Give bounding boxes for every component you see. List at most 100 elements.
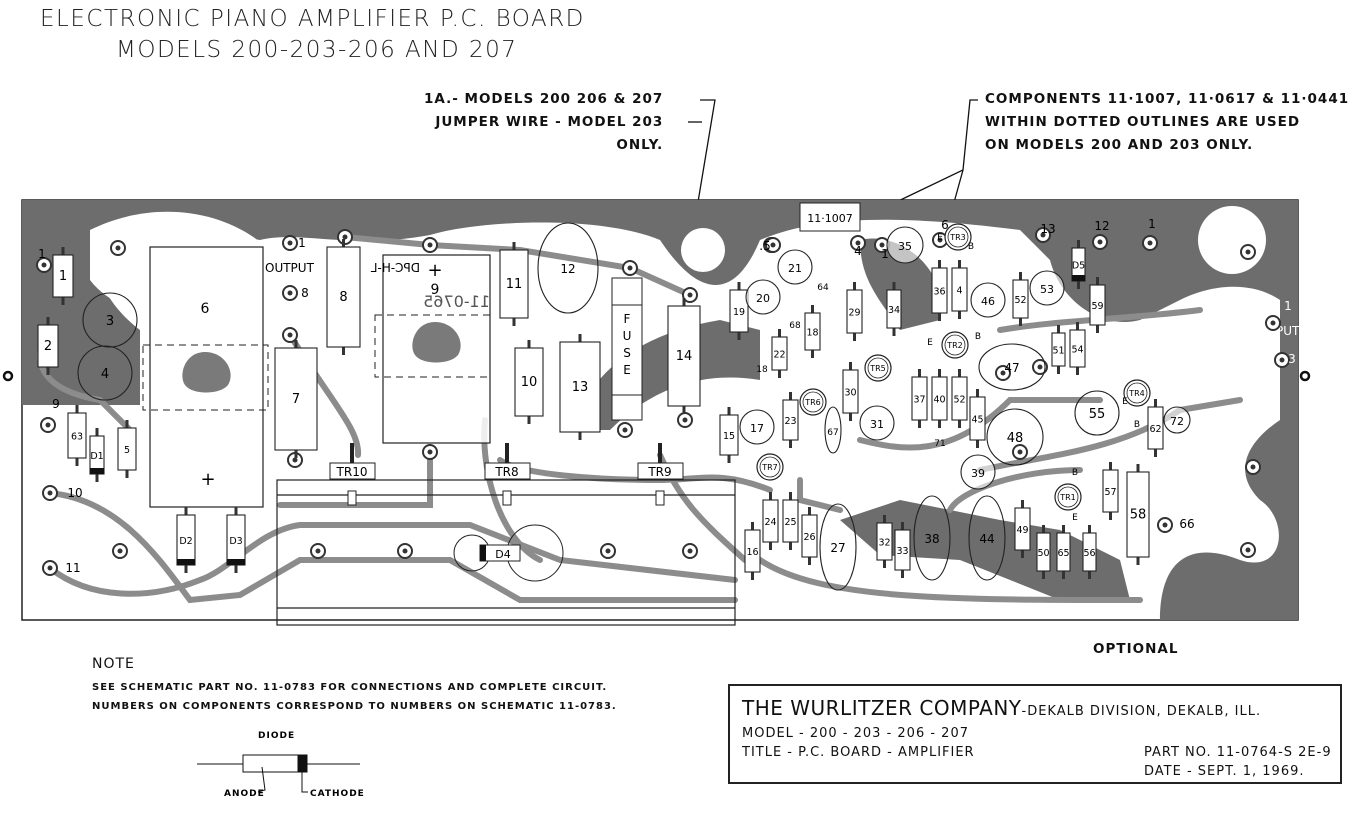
component-46: 46 [970, 282, 1006, 318]
component-label: 4 [956, 286, 962, 297]
company-line: THE WURLITZER COMPANY-DEKALB DIVISION, D… [742, 696, 1261, 720]
power-transistor-label: TR10 [336, 465, 368, 479]
component-label: D2 [179, 536, 192, 547]
terminal-label: 64 [817, 283, 829, 293]
component-label: 21 [788, 262, 802, 275]
component-7: 7 [274, 340, 318, 458]
component-label: 30 [844, 388, 856, 399]
component-label: 59 [1091, 301, 1103, 312]
division: -DEKALB DIVISION, DEKALB, ILL. [1021, 704, 1262, 719]
component-72: 72 [1163, 406, 1191, 434]
terminal-label: 3 [1288, 352, 1296, 366]
component-label: 46 [981, 295, 995, 308]
terminal-label: 13 [1040, 222, 1055, 236]
terminal-label: 1 [881, 247, 889, 261]
component-30: 30 [842, 362, 859, 421]
component-58: 58 [1126, 464, 1150, 565]
mirrored-labels: DPC-H-L 11-0765 [370, 261, 490, 311]
module-11-1007: 11·1007 [799, 202, 861, 232]
component-17: 17 [739, 409, 775, 445]
component-D2: D2 [176, 507, 196, 573]
transistor-TR1: TR1 [1054, 483, 1082, 511]
component-11: 11 [499, 242, 529, 326]
component-5: 5 [117, 420, 137, 478]
model-line: MODEL - 200 - 203 - 206 - 207 [742, 726, 969, 741]
power-transistor: TR8 [484, 443, 531, 506]
component-19: 19 [729, 282, 749, 340]
note-text: SEE SCHEMATIC PART NO. 11-0783 FOR CONNE… [92, 678, 617, 716]
terminal-label: B [975, 332, 981, 342]
component-55: 55 [1074, 390, 1120, 436]
component-label: 25 [784, 517, 796, 528]
mounting-hole-icon [1299, 370, 1311, 382]
component-39: 39 [960, 454, 996, 490]
component-label: 14 [676, 349, 693, 364]
component-21: 21 [777, 249, 813, 285]
component-16: 16 [744, 522, 761, 580]
transistor-label: TR6 [804, 398, 821, 407]
capacitor-6: 6 + [142, 246, 269, 508]
date: DATE - SEPT. 1, 1969. [1144, 764, 1305, 779]
power-transistor-label: TR8 [494, 465, 518, 479]
transistor-label: TR3 [949, 233, 966, 242]
component-65: 65 [1056, 525, 1071, 579]
terminal-label: E [1072, 513, 1078, 523]
component-52: 52 [951, 369, 968, 428]
component-label: 26 [803, 532, 815, 543]
component-label: 51 [1052, 346, 1064, 357]
title-line: TITLE - P.C. BOARD - AMPLIFIER [742, 745, 975, 760]
note-heading: NOTE [92, 656, 135, 672]
component-23: 23 [782, 392, 799, 448]
note-line: SEE SCHEMATIC PART NO. 11-0783 FOR CONNE… [92, 682, 608, 693]
component-8: 8 [326, 239, 361, 355]
component-label: D1 [90, 451, 103, 462]
terminal-label: 1 [298, 236, 306, 250]
terminal-label: 1 [1148, 217, 1156, 231]
component-label: 18 [806, 328, 818, 339]
component-label: 5 [124, 445, 130, 456]
component-label: 54 [1071, 345, 1083, 356]
transistor-TR4: TR4 [1123, 379, 1151, 407]
component-label: 39 [971, 467, 985, 480]
terminal-label: 71 [934, 439, 945, 449]
transistor-label: TR1 [1059, 493, 1076, 502]
component-label: 10 [521, 375, 538, 390]
component-label: 17 [750, 422, 764, 435]
jumper-annotation: 1A.- MODELS 200 206 & 207 JUMPER WIRE - … [424, 88, 663, 157]
component-D1: D1 [89, 428, 105, 482]
component-26: 26 [801, 507, 818, 565]
component-57: 57 [1102, 462, 1119, 520]
component-50: 50 [1036, 525, 1051, 579]
component-label: 20 [756, 292, 770, 305]
component-47: 47 [978, 343, 1046, 391]
company-name: THE WURLITZER COMPANY [742, 696, 1022, 720]
component-32: 32 [876, 515, 893, 568]
component-35: 35 [886, 226, 924, 264]
terminal-label: E [937, 233, 943, 243]
component-22: 22 [771, 329, 788, 378]
transistor-TR5: TR5 [864, 354, 892, 382]
component-label: 16 [746, 547, 758, 558]
component-label: 40 [933, 395, 945, 406]
component-label: 55 [1089, 407, 1106, 422]
diagram-title: ELECTRONIC PIANO AMPLIFIER P.C. BOARD [40, 6, 585, 32]
component-D3: D3 [226, 507, 246, 573]
terminal-label: 9 [52, 397, 60, 411]
component-52: 52 [1012, 272, 1029, 326]
anode-label: ANODE [224, 789, 265, 799]
terminal-label: B [1134, 420, 1140, 430]
component-D5: D5 [1071, 240, 1086, 289]
transistor-label: TR4 [1128, 389, 1145, 398]
component-37: 37 [911, 369, 928, 428]
component-63: 63 [67, 405, 87, 466]
component-label: 32 [878, 538, 890, 549]
component-label: 3 [106, 314, 114, 329]
component-1: 1 [52, 247, 74, 305]
component-10: 10 [514, 340, 544, 424]
component-label: 2 [44, 339, 52, 354]
power-transistor: TR10 [329, 443, 376, 506]
component-label: 50 [1037, 548, 1049, 559]
